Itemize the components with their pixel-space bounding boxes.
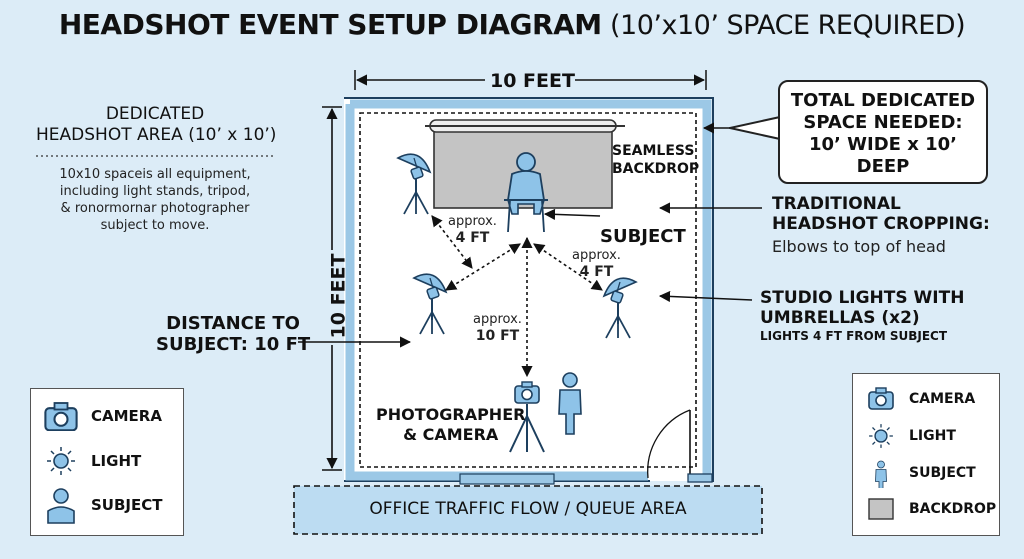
legend-left-camera: CAMERA	[43, 401, 162, 431]
callout-line2: SPACE NEEDED:	[803, 112, 963, 133]
callout-tail	[729, 116, 781, 140]
legend-right-light-label: LIGHT	[909, 428, 956, 444]
photographer-label: PHOTOGRAPHER & CAMERA	[376, 405, 525, 445]
left-panel-body-line4: subject to move.	[100, 218, 210, 233]
left-panel-body-line2: including light stands, tripod,	[59, 184, 251, 199]
traffic-queue-label: OFFICE TRAFFIC FLOW / QUEUE AREA	[369, 499, 687, 519]
right-distance-value: 4 FT	[579, 264, 614, 280]
legend-left-subject-label: SUBJECT	[91, 496, 163, 514]
subject-pointer	[543, 208, 601, 220]
distance-to-subject-line2: SUBJECT: 10 FT	[156, 334, 311, 355]
left-panel-heading: DEDICATED HEADSHOT AREA (10’ x 10’)	[36, 104, 277, 146]
camera-icon	[868, 387, 894, 410]
callout-line3: 10’ WIDE x 10’ DEEP	[809, 134, 957, 177]
lights-label: STUDIO LIGHTS WITH UMBRELLAS (x2) LIGHTS…	[760, 288, 964, 344]
left-distance-approx: approx.	[448, 214, 497, 229]
title-main: HEADSHOT EVENT SETUP DIAGRAM	[58, 8, 602, 41]
light-icon	[868, 423, 894, 449]
callout-line1: TOTAL DEDICATED	[790, 90, 976, 111]
total-space-callout: TOTAL DEDICATED SPACE NEEDED: 10’ WIDE x…	[778, 80, 988, 184]
camera-icon	[44, 401, 78, 431]
left-panel-heading-line1: DEDICATED	[105, 104, 205, 124]
left-panel-body-line1: 10x10 spaceis all equipment,	[59, 167, 251, 182]
legend-left-camera-label: CAMERA	[91, 407, 162, 425]
left-distance-label: approx. 4 FT	[448, 214, 497, 246]
backdrop-label-line2: BACKDROP	[612, 161, 700, 177]
backdrop-label-line1: SEAMLESS	[612, 143, 695, 159]
legend-left-subject: SUBJECT	[43, 485, 162, 525]
left-panel-body: 10x10 spaceis all equipment, including l…	[36, 166, 274, 234]
top-dimension-label: 10 FEET	[490, 70, 575, 92]
left-panel-heading-line2: HEADSHOT AREA	[36, 125, 183, 145]
backdrop-label: SEAMLESS BACKDROP	[612, 142, 699, 178]
queue-area	[293, 485, 763, 535]
lights-label-line1: STUDIO LIGHTS WITH	[760, 288, 965, 308]
legend-right-subject: SUBJECT	[865, 458, 976, 488]
left-distance-value: 4 FT	[455, 230, 490, 246]
legend-right-camera-label: CAMERA	[909, 391, 976, 407]
backdrop-icon	[868, 498, 894, 520]
legend-right-camera: CAMERA	[865, 386, 975, 412]
subject-icon	[875, 460, 887, 488]
left-panel-heading-suffix: (10’ x 10’)	[188, 125, 277, 145]
cropping-label: TRADITIONAL HEADSHOT CROPPING:	[772, 194, 990, 234]
camera-tripod-icon	[509, 381, 545, 453]
dedicated-area-dashed-border	[359, 112, 697, 468]
legend-right-backdrop-label: BACKDROP	[909, 501, 997, 517]
legend-left-light-label: LIGHT	[91, 452, 142, 470]
lights-label-line2: UMBRELLAS (x2)	[760, 308, 920, 328]
light-icon	[46, 446, 76, 476]
legend-right: CAMERA LIGHT SUBJECT BACKDROP	[852, 373, 1000, 536]
distance-line-left-light	[445, 243, 521, 291]
subject-figure	[504, 152, 548, 233]
legend-left: CAMERA LIGHT SUBJECT	[30, 388, 184, 536]
lights-pointer	[658, 290, 753, 303]
center-distance-label: approx. 10 FT	[473, 312, 522, 344]
right-distance-label: approx. 4 FT	[572, 248, 621, 280]
distance-to-subject-line1: DISTANCE TO	[166, 313, 300, 334]
cropping-line1: TRADITIONAL	[772, 194, 901, 214]
legend-left-light: LIGHT	[43, 445, 141, 477]
distance-to-subject-label: DISTANCE TO SUBJECT: 10 FT	[156, 313, 310, 355]
room-opening-sill	[459, 473, 555, 485]
right-distance-approx: approx.	[572, 248, 621, 263]
side-dimension-label: 10 FEET	[327, 253, 350, 339]
title-sub: (10’x10’ SPACE REQUIRED)	[610, 10, 966, 41]
distance-line-right-light	[533, 243, 603, 291]
legend-right-backdrop: BACKDROP	[865, 496, 996, 522]
subject-label: SUBJECT	[600, 226, 686, 247]
door	[647, 409, 713, 483]
center-distance-approx: approx.	[473, 312, 522, 327]
photographer-label-line2: & CAMERA	[403, 425, 499, 444]
center-distance-value: 10 FT	[475, 328, 520, 344]
photographer-label-line1: PHOTOGRAPHER	[376, 405, 526, 424]
left-panel-body-line3: & ronormornar photographer	[60, 201, 250, 216]
subject-icon	[47, 488, 75, 524]
lights-label-line3: LIGHTS 4 FT FROM SUBJECT	[760, 329, 948, 343]
page-title: HEADSHOT EVENT SETUP DIAGRAM (10’x10’ SP…	[0, 8, 1024, 41]
cropping-description: Elbows to top of head	[772, 237, 946, 256]
legend-right-light: LIGHT	[865, 422, 956, 450]
legend-right-subject-label: SUBJECT	[909, 465, 976, 481]
cropping-line2: HEADSHOT CROPPING:	[772, 214, 990, 234]
